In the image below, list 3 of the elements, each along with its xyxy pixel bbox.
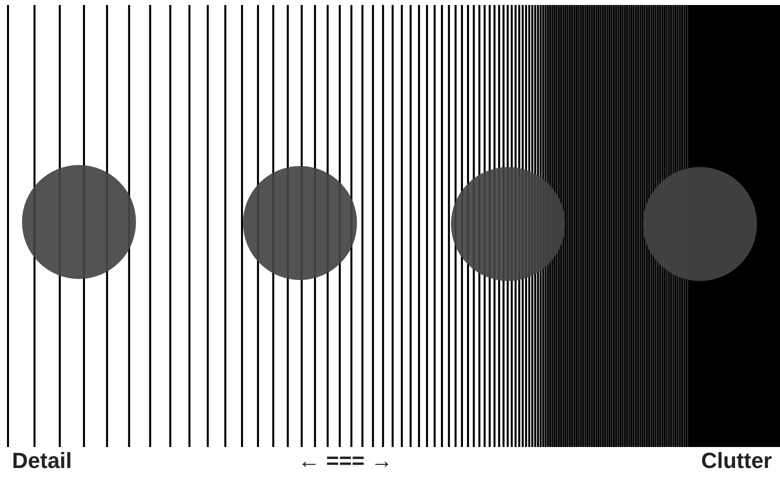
scale-label: Clutter — [701, 448, 772, 474]
scale-label: Detail — [12, 448, 72, 474]
direction-label: ← === → — [298, 448, 393, 474]
